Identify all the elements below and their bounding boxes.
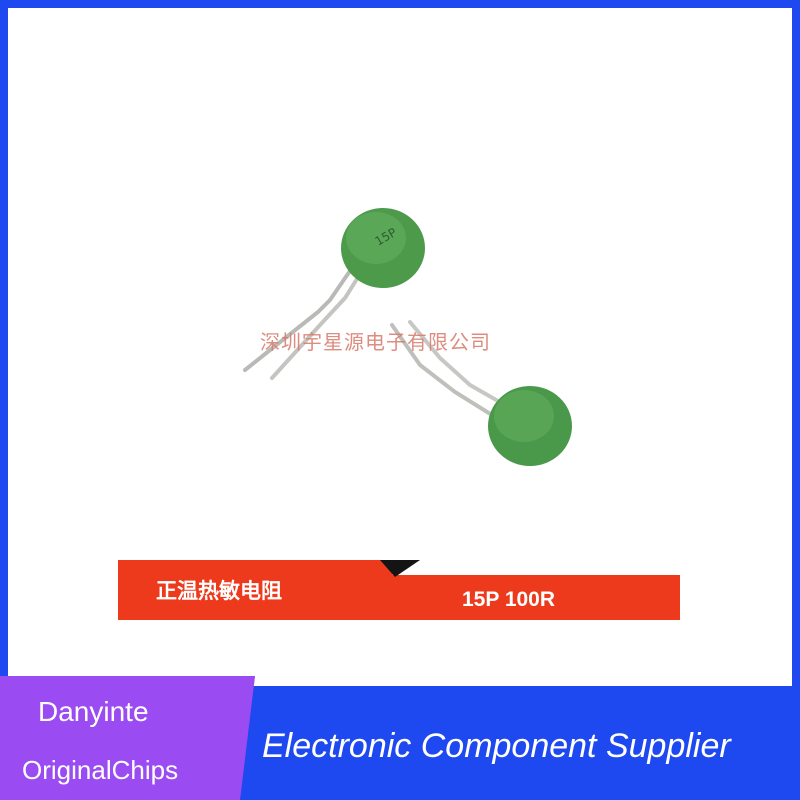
brand-name: Danyinte (38, 696, 149, 727)
banner-right-text: 15P 100R (462, 588, 556, 611)
tagline: Electronic Component Supplier (262, 727, 731, 765)
ptc-thermistor-2 (390, 320, 572, 466)
watermark: 深圳宇星源电子有限公司 (260, 330, 491, 354)
brand-block-overlay (0, 676, 255, 800)
banner-left-text: 正温热敏电阻 (156, 579, 282, 603)
brand-subtitle: OriginalChips (22, 755, 179, 785)
ptc-thermistor-1: 15P (243, 208, 425, 380)
product-banner (118, 560, 680, 620)
